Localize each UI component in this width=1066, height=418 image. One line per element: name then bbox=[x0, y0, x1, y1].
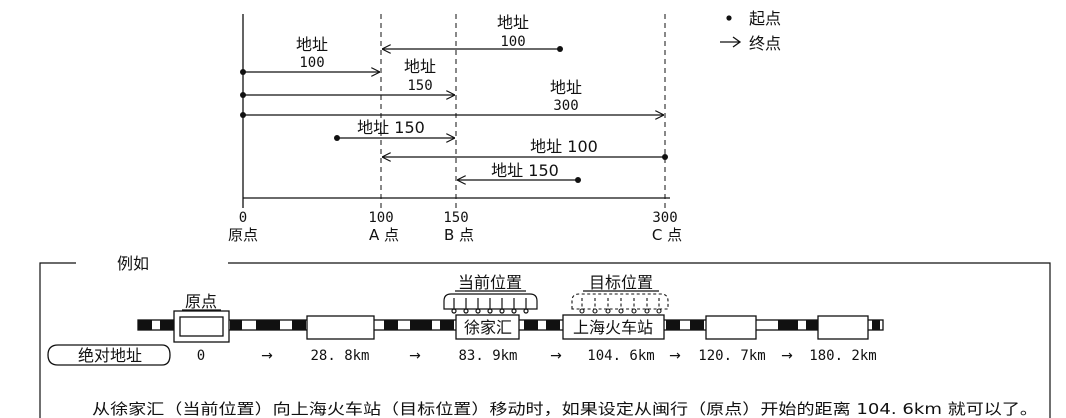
station-box bbox=[306, 315, 375, 340]
movement-arrows: 地址 100 地址 100 地址 150 地址 300 地址 150 bbox=[240, 13, 668, 183]
example-box: 例如 原点 bbox=[39, 254, 1051, 418]
origin-station: 原点 bbox=[173, 292, 230, 343]
move-label: 地址 bbox=[404, 57, 436, 76]
example-title: 例如 bbox=[117, 254, 149, 273]
target-position: 目标位置 上海火车站 bbox=[562, 273, 669, 340]
move-value: 100 bbox=[500, 34, 525, 50]
example-caption: 从徐家汇（当前位置）向上海火车站（目标位置）移动时，如果设定从闽行（原点）开始的… bbox=[92, 400, 1038, 418]
target-station-name: 上海火车站 bbox=[573, 318, 653, 337]
address-axis: 0 原点 100 A 点 150 B 点 300 C 点 bbox=[228, 14, 682, 244]
distance-value: 83. 9km bbox=[458, 348, 517, 364]
tick-value-100: 100 bbox=[368, 210, 393, 226]
target-train-icon bbox=[571, 293, 669, 314]
distance-value: 120. 7km bbox=[698, 348, 765, 364]
current-station-box bbox=[455, 314, 520, 340]
current-position: 当前位置 徐家汇 bbox=[443, 273, 538, 340]
move-label: 地址 150 bbox=[357, 118, 425, 137]
station-box bbox=[705, 315, 757, 340]
move-arrow-4: 地址 300 bbox=[240, 78, 664, 118]
tick-name-c: C 点 bbox=[652, 226, 682, 244]
absolute-address-row: 绝对地址 0 → 28. 8km → 83. 9km → 104. 6km → … bbox=[47, 344, 877, 366]
arrow-glyph: → bbox=[781, 348, 793, 364]
tick-value-300: 300 bbox=[652, 210, 677, 226]
current-position-label: 当前位置 bbox=[458, 273, 522, 292]
arrow-glyph: → bbox=[261, 348, 273, 364]
tick-name-a: A 点 bbox=[369, 226, 399, 244]
current-station-name: 徐家汇 bbox=[464, 318, 512, 337]
abs-address-badge-shape bbox=[47, 344, 171, 366]
move-value: 300 bbox=[553, 98, 578, 114]
move-value: 150 bbox=[407, 78, 432, 94]
move-label: 地址 100 bbox=[530, 137, 598, 156]
move-label: 地址 150 bbox=[491, 161, 559, 180]
station-box bbox=[817, 315, 869, 340]
move-value: 100 bbox=[299, 55, 324, 71]
tick-name-origin: 原点 bbox=[228, 226, 258, 244]
target-position-label: 目标位置 bbox=[589, 273, 653, 292]
abs-address-label: 绝对地址 bbox=[78, 346, 142, 365]
arrow-glyph: → bbox=[409, 348, 421, 364]
arrow-glyph: → bbox=[669, 348, 681, 364]
move-arrow-5: 地址 150 bbox=[334, 118, 455, 141]
end-arrow-icon bbox=[720, 36, 742, 48]
distance-value: 104. 6km bbox=[587, 348, 654, 364]
target-station-box bbox=[562, 314, 665, 340]
move-arrow-7: 地址 150 bbox=[457, 161, 581, 183]
start-point-icon bbox=[726, 15, 732, 21]
origin-platform-inner bbox=[179, 316, 224, 337]
example-frame bbox=[39, 262, 1051, 418]
move-label: 地址 bbox=[497, 13, 529, 32]
current-train-icon bbox=[443, 293, 538, 314]
tick-value-0: 0 bbox=[239, 210, 247, 226]
move-arrow-3: 地址 150 bbox=[240, 57, 455, 98]
move-arrow-1: 地址 100 bbox=[382, 13, 563, 52]
origin-label: 原点 bbox=[185, 292, 217, 311]
rail-ties bbox=[138, 320, 880, 330]
legend-end-label: 终点 bbox=[749, 34, 781, 53]
legend: 起点 终点 bbox=[720, 9, 781, 53]
tick-value-150: 150 bbox=[443, 210, 468, 226]
legend-start-label: 起点 bbox=[749, 9, 781, 28]
move-label: 地址 bbox=[296, 35, 328, 54]
distance-value: 0 bbox=[197, 348, 205, 364]
distance-value: 180. 2km bbox=[809, 348, 876, 364]
move-arrow-2: 地址 100 bbox=[240, 35, 380, 75]
tick-name-b: B 点 bbox=[444, 226, 474, 244]
distance-value: 28. 8km bbox=[310, 348, 369, 364]
move-label: 地址 bbox=[550, 78, 582, 97]
arrow-glyph: → bbox=[550, 348, 562, 364]
move-arrow-6: 地址 100 bbox=[382, 137, 668, 160]
